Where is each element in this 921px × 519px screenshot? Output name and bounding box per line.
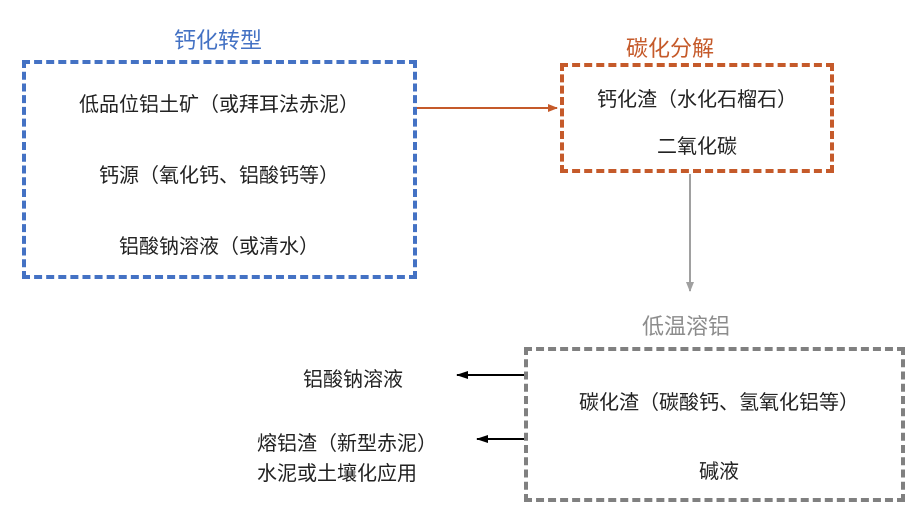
carbonization-title: 碳化分解 (626, 37, 715, 62)
output-residue: 熔铝渣（新型赤泥） (257, 431, 437, 455)
leaching-box (524, 347, 905, 502)
carbonization-item-slag: 钙化渣（水化石榴石） (597, 87, 797, 111)
carbonization-item-co2: 二氧化碳 (657, 134, 737, 158)
calcification-box (22, 60, 417, 279)
calcification-item-ore: 低品位铝土矿（或拜耳法赤泥） (79, 92, 359, 116)
calcification-item-solution: 铝酸钠溶液（或清水） (119, 234, 319, 258)
output-solution: 铝酸钠溶液 (303, 367, 403, 391)
leaching-item-carbonized-slag: 碳化渣（碳酸钙、氢氧化铝等） (579, 390, 859, 414)
leaching-title: 低温溶铝 (642, 315, 731, 340)
output-application: 水泥或土壤化应用 (257, 461, 417, 485)
calcification-item-calcium-source: 钙源（氧化钙、铝酸钙等） (99, 163, 339, 187)
carbonization-box (560, 63, 834, 173)
leaching-item-alkali: 碱液 (699, 459, 739, 483)
calcification-title: 钙化转型 (174, 29, 263, 54)
